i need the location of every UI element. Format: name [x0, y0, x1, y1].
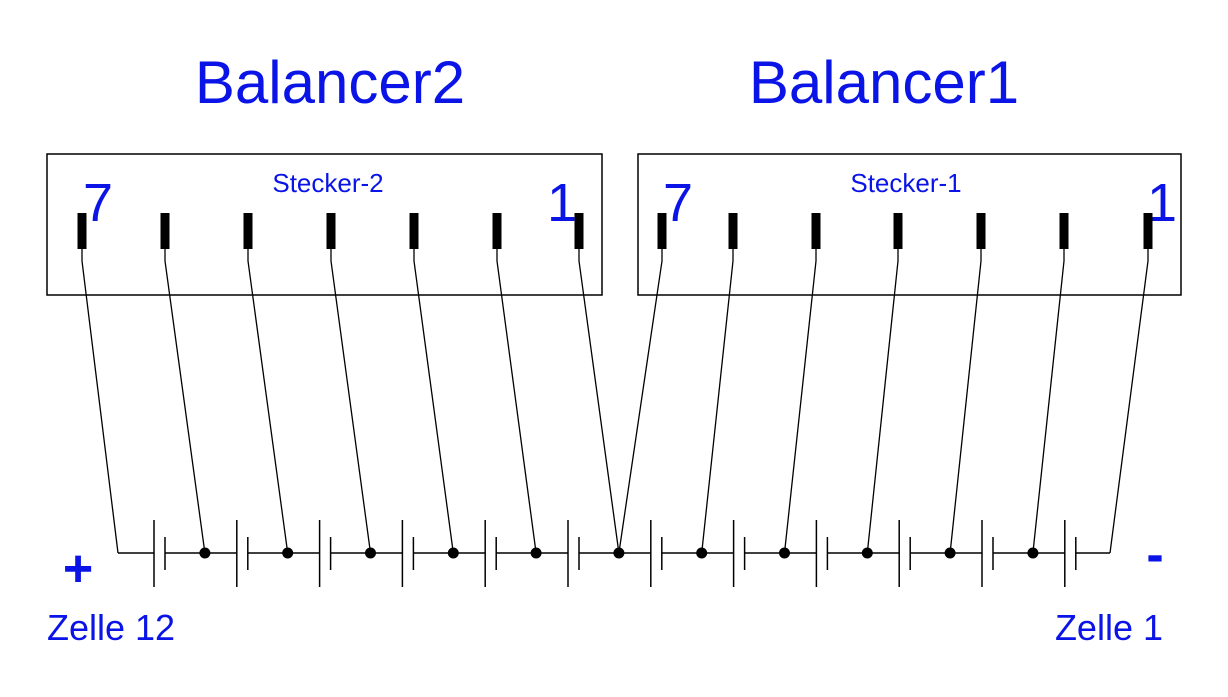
- junction-node: [447, 547, 459, 559]
- wire-stecker-2-pin-3: [413, 249, 454, 554]
- connector-stecker-2-pin-5: [243, 213, 253, 249]
- connector-stecker-2-pin-4: [326, 213, 336, 249]
- stecker-2-pin-number-right: 1: [547, 173, 577, 233]
- connector-stecker-2-pin-2: [492, 213, 502, 249]
- connector-stecker-1-pin-3: [976, 213, 986, 249]
- plus-sign: +: [63, 540, 93, 598]
- junction-node: [861, 547, 873, 559]
- connector-stecker-1-pin-7: [657, 213, 667, 249]
- battery-string: [118, 520, 1110, 587]
- connector-stecker-1-pin-1: [1143, 213, 1153, 249]
- connector-label-stecker-1: Stecker-1: [850, 168, 961, 198]
- wire-stecker-1-pin-6: [701, 249, 734, 554]
- zelle-12-label: Zelle 12: [47, 607, 175, 648]
- wire-stecker-1-pin-1: [1109, 249, 1149, 554]
- wire-stecker-2-pin-5: [247, 249, 289, 554]
- stecker-1-pin-number-left: 7: [663, 173, 693, 233]
- junction-node: [530, 547, 542, 559]
- connector-stecker-1-pin-4: [893, 213, 903, 249]
- pins-group: [77, 213, 1153, 249]
- wire-stecker-2-pin-6: [164, 249, 206, 554]
- wire-stecker-1-pin-7: [618, 249, 663, 554]
- zelle-1-label: Zelle 1: [1055, 607, 1163, 648]
- connector-stecker-2-pin-1: [574, 213, 584, 249]
- connector-label-stecker-2: Stecker-2: [272, 168, 383, 198]
- junction-node: [199, 547, 211, 559]
- wires-group: [81, 249, 1149, 554]
- balancer1-title: Balancer1: [749, 49, 1019, 116]
- connector-box-stecker-1: [637, 153, 1182, 296]
- wire-stecker-2-pin-2: [496, 249, 537, 554]
- wire-stecker-2-pin-7: [81, 249, 119, 554]
- connector-stecker-2-pin-7: [77, 213, 87, 249]
- wire-stecker-2-pin-1: [578, 249, 620, 554]
- junction-node: [282, 547, 294, 559]
- junction-node: [365, 547, 376, 559]
- balancer2-title: Balancer2: [195, 49, 465, 116]
- wire-stecker-1-pin-2: [1032, 249, 1065, 554]
- connector-stecker-2-pin-3: [409, 213, 419, 249]
- junction-node: [613, 547, 625, 559]
- wire-stecker-1-pin-3: [949, 249, 982, 554]
- junction-node: [779, 547, 790, 559]
- connector-stecker-2-pin-6: [160, 213, 170, 249]
- stecker-2-pin-number-left: 7: [83, 173, 113, 233]
- junction-node: [1027, 547, 1039, 559]
- wire-stecker-1-pin-4: [866, 249, 899, 554]
- connector-stecker-1-pin-6: [728, 213, 738, 249]
- minus-sign: -: [1146, 526, 1163, 584]
- connector-stecker-1-pin-5: [811, 213, 821, 249]
- connector-stecker-1-pin-2: [1059, 213, 1069, 249]
- wire-stecker-1-pin-5: [783, 249, 817, 554]
- junction-node: [696, 547, 708, 559]
- connector-box-stecker-2: [46, 153, 603, 296]
- junction-node: [944, 547, 956, 559]
- wire-stecker-2-pin-4: [330, 249, 372, 554]
